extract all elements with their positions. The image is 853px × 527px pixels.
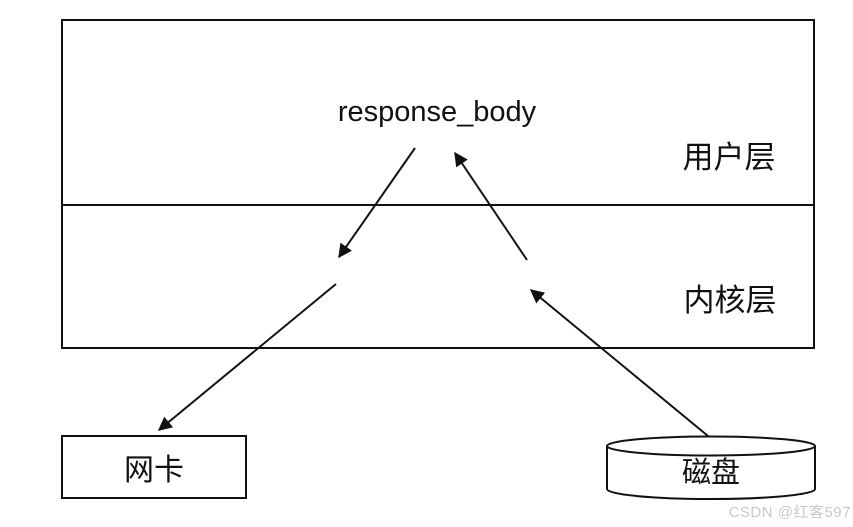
disk-cylinder-top xyxy=(606,435,816,457)
nic-label: 网卡 xyxy=(124,454,184,487)
nic-box: 网卡 xyxy=(61,435,247,499)
os-layers-box xyxy=(61,19,815,349)
disk-label: 磁盘 xyxy=(681,457,740,489)
layer-divider xyxy=(63,204,813,206)
watermark: CSDN @红客597 xyxy=(728,504,851,521)
kernel-layer-label: 内核层 xyxy=(683,283,777,318)
response-body-label: response_body xyxy=(337,96,537,128)
user-layer-label: 用户层 xyxy=(682,140,776,175)
